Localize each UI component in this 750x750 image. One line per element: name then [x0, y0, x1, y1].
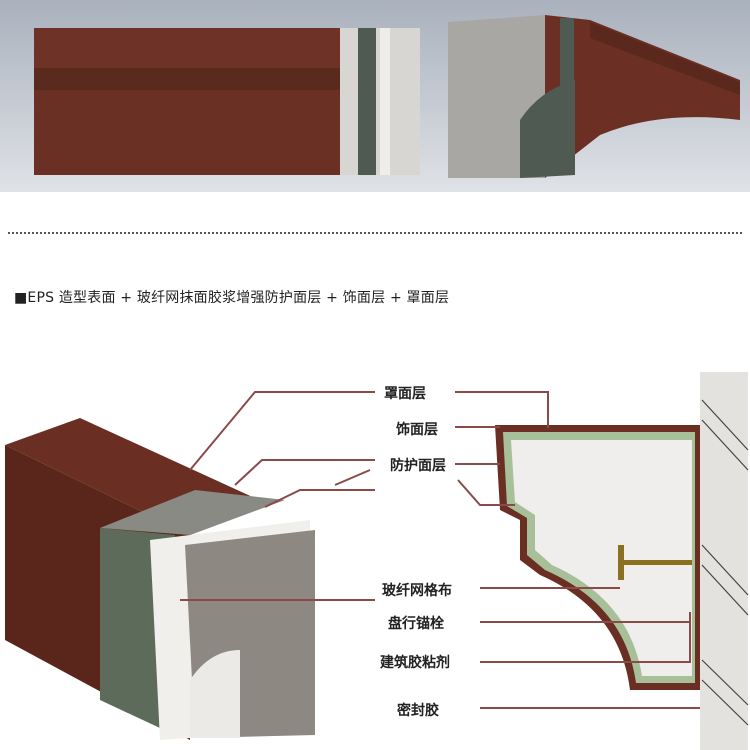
right-molding-piece: [448, 15, 740, 178]
label-fiberglass-mesh: 玻纤网格布: [382, 583, 452, 599]
block-cutaway: [5, 418, 315, 740]
leader-lines: [180, 391, 700, 709]
label-sealant: 密封胶: [397, 703, 439, 719]
dotted-divider: [8, 232, 742, 234]
layer-diagram: [5, 372, 749, 750]
molding-photo: [0, 0, 750, 192]
label-protective-layer: 防护面层: [390, 458, 446, 474]
left-molding-piece: [34, 28, 420, 175]
wall: [700, 372, 749, 750]
label-cover-layer: 罩面层: [384, 386, 426, 402]
label-adhesive: 建筑胶粘剂: [380, 655, 450, 671]
molding-profile: [495, 425, 700, 690]
label-disc-anchor: 盘行锚栓: [388, 616, 444, 632]
label-finish-layer: 饰面层: [396, 422, 438, 438]
section-heading: ■EPS 造型表面 + 玻纤网抹面胶浆增强防护面层 + 饰面层 + 罩面层: [14, 290, 450, 306]
